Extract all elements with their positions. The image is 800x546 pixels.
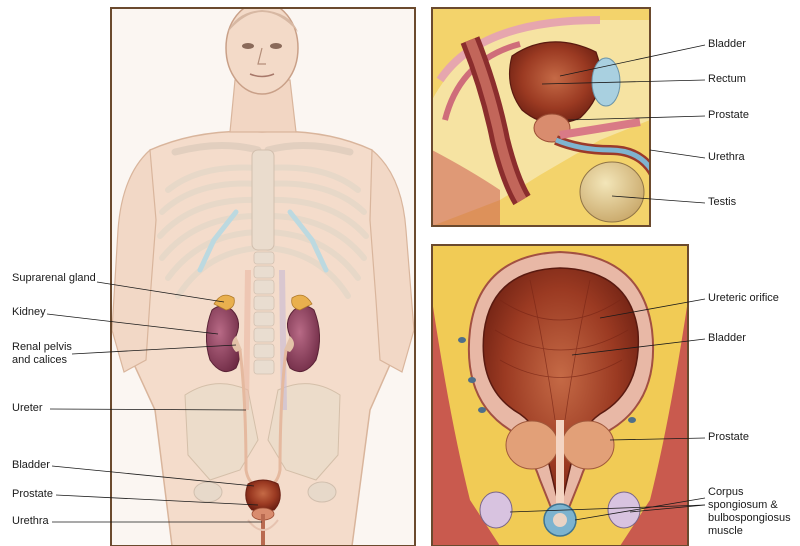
label-prostate-main: Prostate (12, 488, 53, 501)
sagittal-inset (432, 8, 660, 226)
label-urethra-main: Urethra (12, 515, 49, 528)
label-rectum: Rectum (708, 73, 746, 86)
label-renal-pelvis-and-calices: Renal pelvis and calices (12, 341, 72, 367)
label-ureter: Ureter (12, 402, 43, 415)
coronal-inset (432, 245, 688, 546)
label-urethra-sagittal: Urethra (708, 151, 745, 164)
label-bladder-sagittal: Bladder (708, 38, 746, 51)
label-kidney: Kidney (12, 306, 46, 319)
label-prostate-sagittal: Prostate (708, 109, 749, 122)
label-testis: Testis (708, 196, 736, 209)
label-prostate-coronal: Prostate (708, 431, 749, 444)
main-body-figure (111, 2, 415, 546)
label-bladder-coronal: Bladder (708, 332, 746, 345)
label-corpus-spongiosum-bulbospongiosus: Corpus spongiosum & bulbospongiosus musc… (708, 486, 791, 538)
label-suprarenal-gland: Suprarenal gland (12, 272, 96, 285)
label-ureteric-orifice: Ureteric orifice (708, 292, 779, 305)
label-bladder-main: Bladder (12, 459, 50, 472)
